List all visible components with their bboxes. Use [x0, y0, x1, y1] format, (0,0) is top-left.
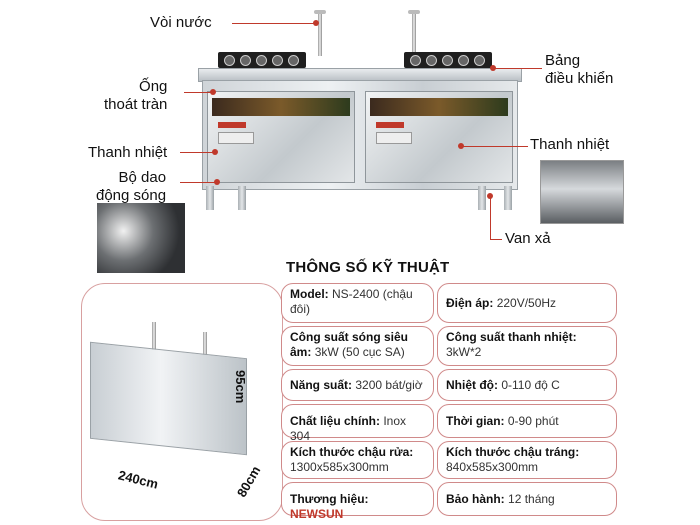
product-faucet-right: [203, 332, 207, 362]
callout-bo-dao: Bộ dao động sóng: [96, 169, 167, 204]
door-left: [207, 91, 355, 183]
leg: [238, 186, 246, 210]
callout-voi-nuoc: Vòi nước: [150, 14, 212, 31]
spec-cell-voltage: Điện áp: 220V/50Hz: [437, 283, 617, 323]
ultrasonic-transducer-photo: [97, 203, 185, 273]
spec-cell-time: Thời gian: 0-90 phút: [437, 404, 617, 438]
faucet-right: [412, 12, 416, 56]
leg: [478, 186, 486, 210]
spec-cell-model: Model: NS-2400 (chậu đôi): [281, 283, 434, 323]
door-right: [365, 91, 513, 183]
callout-thanh-nhiet-right: Thanh nhiệt: [530, 136, 610, 153]
faucet-right-spout: [408, 10, 420, 14]
door-banner: [212, 98, 350, 116]
faucet-left: [318, 12, 322, 56]
machine-body: [198, 52, 522, 210]
product-photo: [90, 341, 247, 456]
spec-cell-capacity: Năng suất: 3200 bát/giờ: [281, 369, 434, 401]
callout-van-xa: Van xả: [505, 230, 551, 247]
spec-cell-rinse-basin-size: Kích thước chậu tráng:840x585x300mm: [437, 441, 617, 479]
leg: [206, 186, 214, 210]
leg: [504, 186, 512, 210]
machine-cabinet: [202, 80, 518, 190]
spec-cell-warranty: Bảo hành: 12 tháng: [437, 482, 617, 516]
spec-cell-ultrasonic-power: Công suất sóng siêu âm: 3kW (50 cục SA): [281, 326, 434, 366]
spec-cell-temperature: Nhiệt độ: 0-110 độ C: [437, 369, 617, 401]
spec-cell-heater-power: Công suất thanh nhiệt:3kW*2: [437, 326, 617, 366]
product-photo-frame: [81, 283, 283, 521]
dimension-height: 95cm: [233, 370, 248, 404]
callout-ong-thoat-tran: Ống thoát tràn: [104, 78, 168, 113]
spec-cell-material: Chất liệu chính: Inox 304: [281, 404, 434, 443]
callout-bang-dieu-khien: Bảng điều khiển: [545, 52, 614, 87]
heating-element-photo: [540, 160, 624, 224]
spec-cell-brand: Thương hiệu: NEWSUN: [281, 482, 434, 521]
callout-thanh-nhiet-left: Thanh nhiệt: [88, 144, 168, 161]
door-banner: [370, 98, 508, 116]
spec-title: THÔNG SỐ KỸ THUẬT: [286, 259, 450, 276]
spec-cell-wash-basin-size: Kích thước chậu rửa:1300x585x300mm: [281, 441, 434, 479]
faucet-left-spout: [314, 10, 326, 14]
control-panel-left: [218, 52, 306, 68]
control-panel-right: [404, 52, 492, 68]
product-faucet-left: [152, 322, 156, 354]
